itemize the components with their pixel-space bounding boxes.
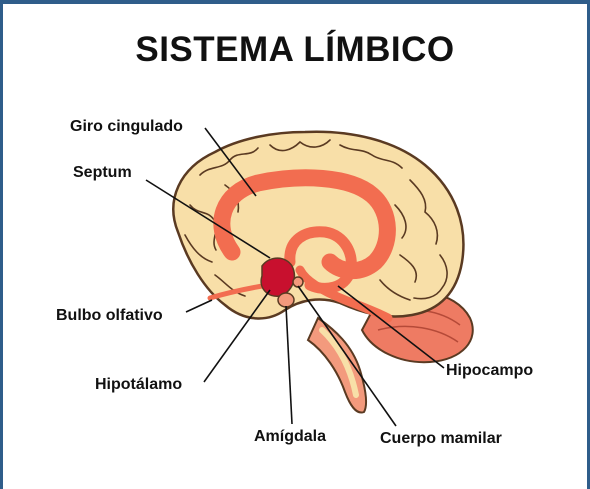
hypothalamus [260, 257, 296, 297]
leader-cuerpo-mamilar [297, 285, 397, 427]
brainstem [306, 316, 368, 414]
leader-lines [145, 127, 445, 427]
label-giro-cingulado: Giro cingulado [70, 118, 183, 135]
hippocampus [284, 226, 357, 294]
label-bulbo-olfativo: Bulbo olfativo [56, 307, 163, 324]
leader-hipotalamo [203, 289, 271, 383]
label-septum: Septum [73, 164, 132, 181]
label-hipocampo: Hipocampo [446, 362, 534, 379]
leader-giro-cingulado [204, 127, 257, 197]
diagram-title: SISTEMA LÍMBICO [135, 30, 455, 69]
leader-bulbo-olfativo [185, 299, 213, 313]
leader-amigdala [285, 305, 293, 425]
leader-hipocampo [337, 285, 445, 369]
label-cuerpo-mamilar: Cuerpo mamilar [380, 430, 502, 447]
label-amigdala: Amígdala [254, 428, 327, 445]
label-hipotalamo: Hipotálamo [95, 376, 183, 393]
amygdala [277, 292, 295, 308]
leader-septum [145, 179, 271, 259]
mammillary-body [292, 276, 304, 288]
cingulate-gyrus [213, 169, 396, 280]
